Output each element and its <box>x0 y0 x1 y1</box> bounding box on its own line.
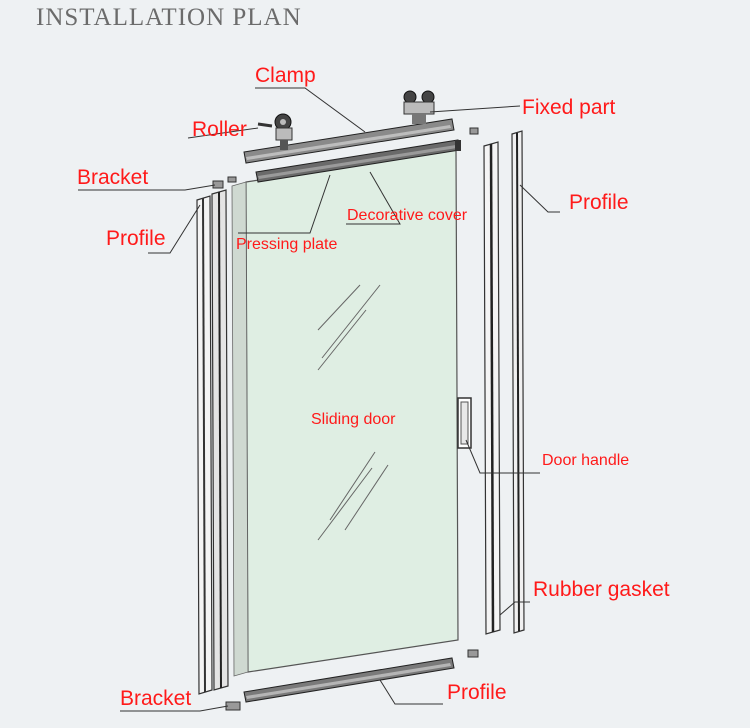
label-sliding-door: Sliding door <box>311 411 396 428</box>
label-bracket-bottom: Bracket <box>120 687 192 710</box>
label-pressing-plate: Pressing plate <box>236 236 338 253</box>
leader-lines <box>78 87 560 712</box>
bottom-profile <box>243 657 455 703</box>
label-rubber-gasket: Rubber gasket <box>533 578 670 601</box>
label-roller: Roller <box>192 118 247 141</box>
label-profile-bottom: Profile <box>447 681 507 704</box>
fixed-part <box>403 90 435 124</box>
glass-panel-edge <box>231 181 249 677</box>
rubber-gasket <box>483 141 501 635</box>
top-rail <box>255 139 461 183</box>
label-fixed-part: Fixed part <box>522 96 616 119</box>
label-profile-left: Profile <box>106 227 166 250</box>
label-decorative-cover: Decorative cover <box>347 207 468 224</box>
label-clamp: Clamp <box>255 64 316 87</box>
door-handle <box>457 397 472 449</box>
clamp-bar <box>243 118 455 164</box>
roller <box>257 113 293 150</box>
label-profile-right: Profile <box>569 191 629 214</box>
left-profile <box>196 189 229 695</box>
glass-reflection-lines <box>317 284 389 541</box>
label-bracket-top: Bracket <box>77 166 149 189</box>
right-profile <box>511 130 525 634</box>
label-door-handle: Door handle <box>542 452 630 469</box>
bracket-top <box>212 127 479 189</box>
page-title: INSTALLATION PLAN <box>36 4 302 31</box>
